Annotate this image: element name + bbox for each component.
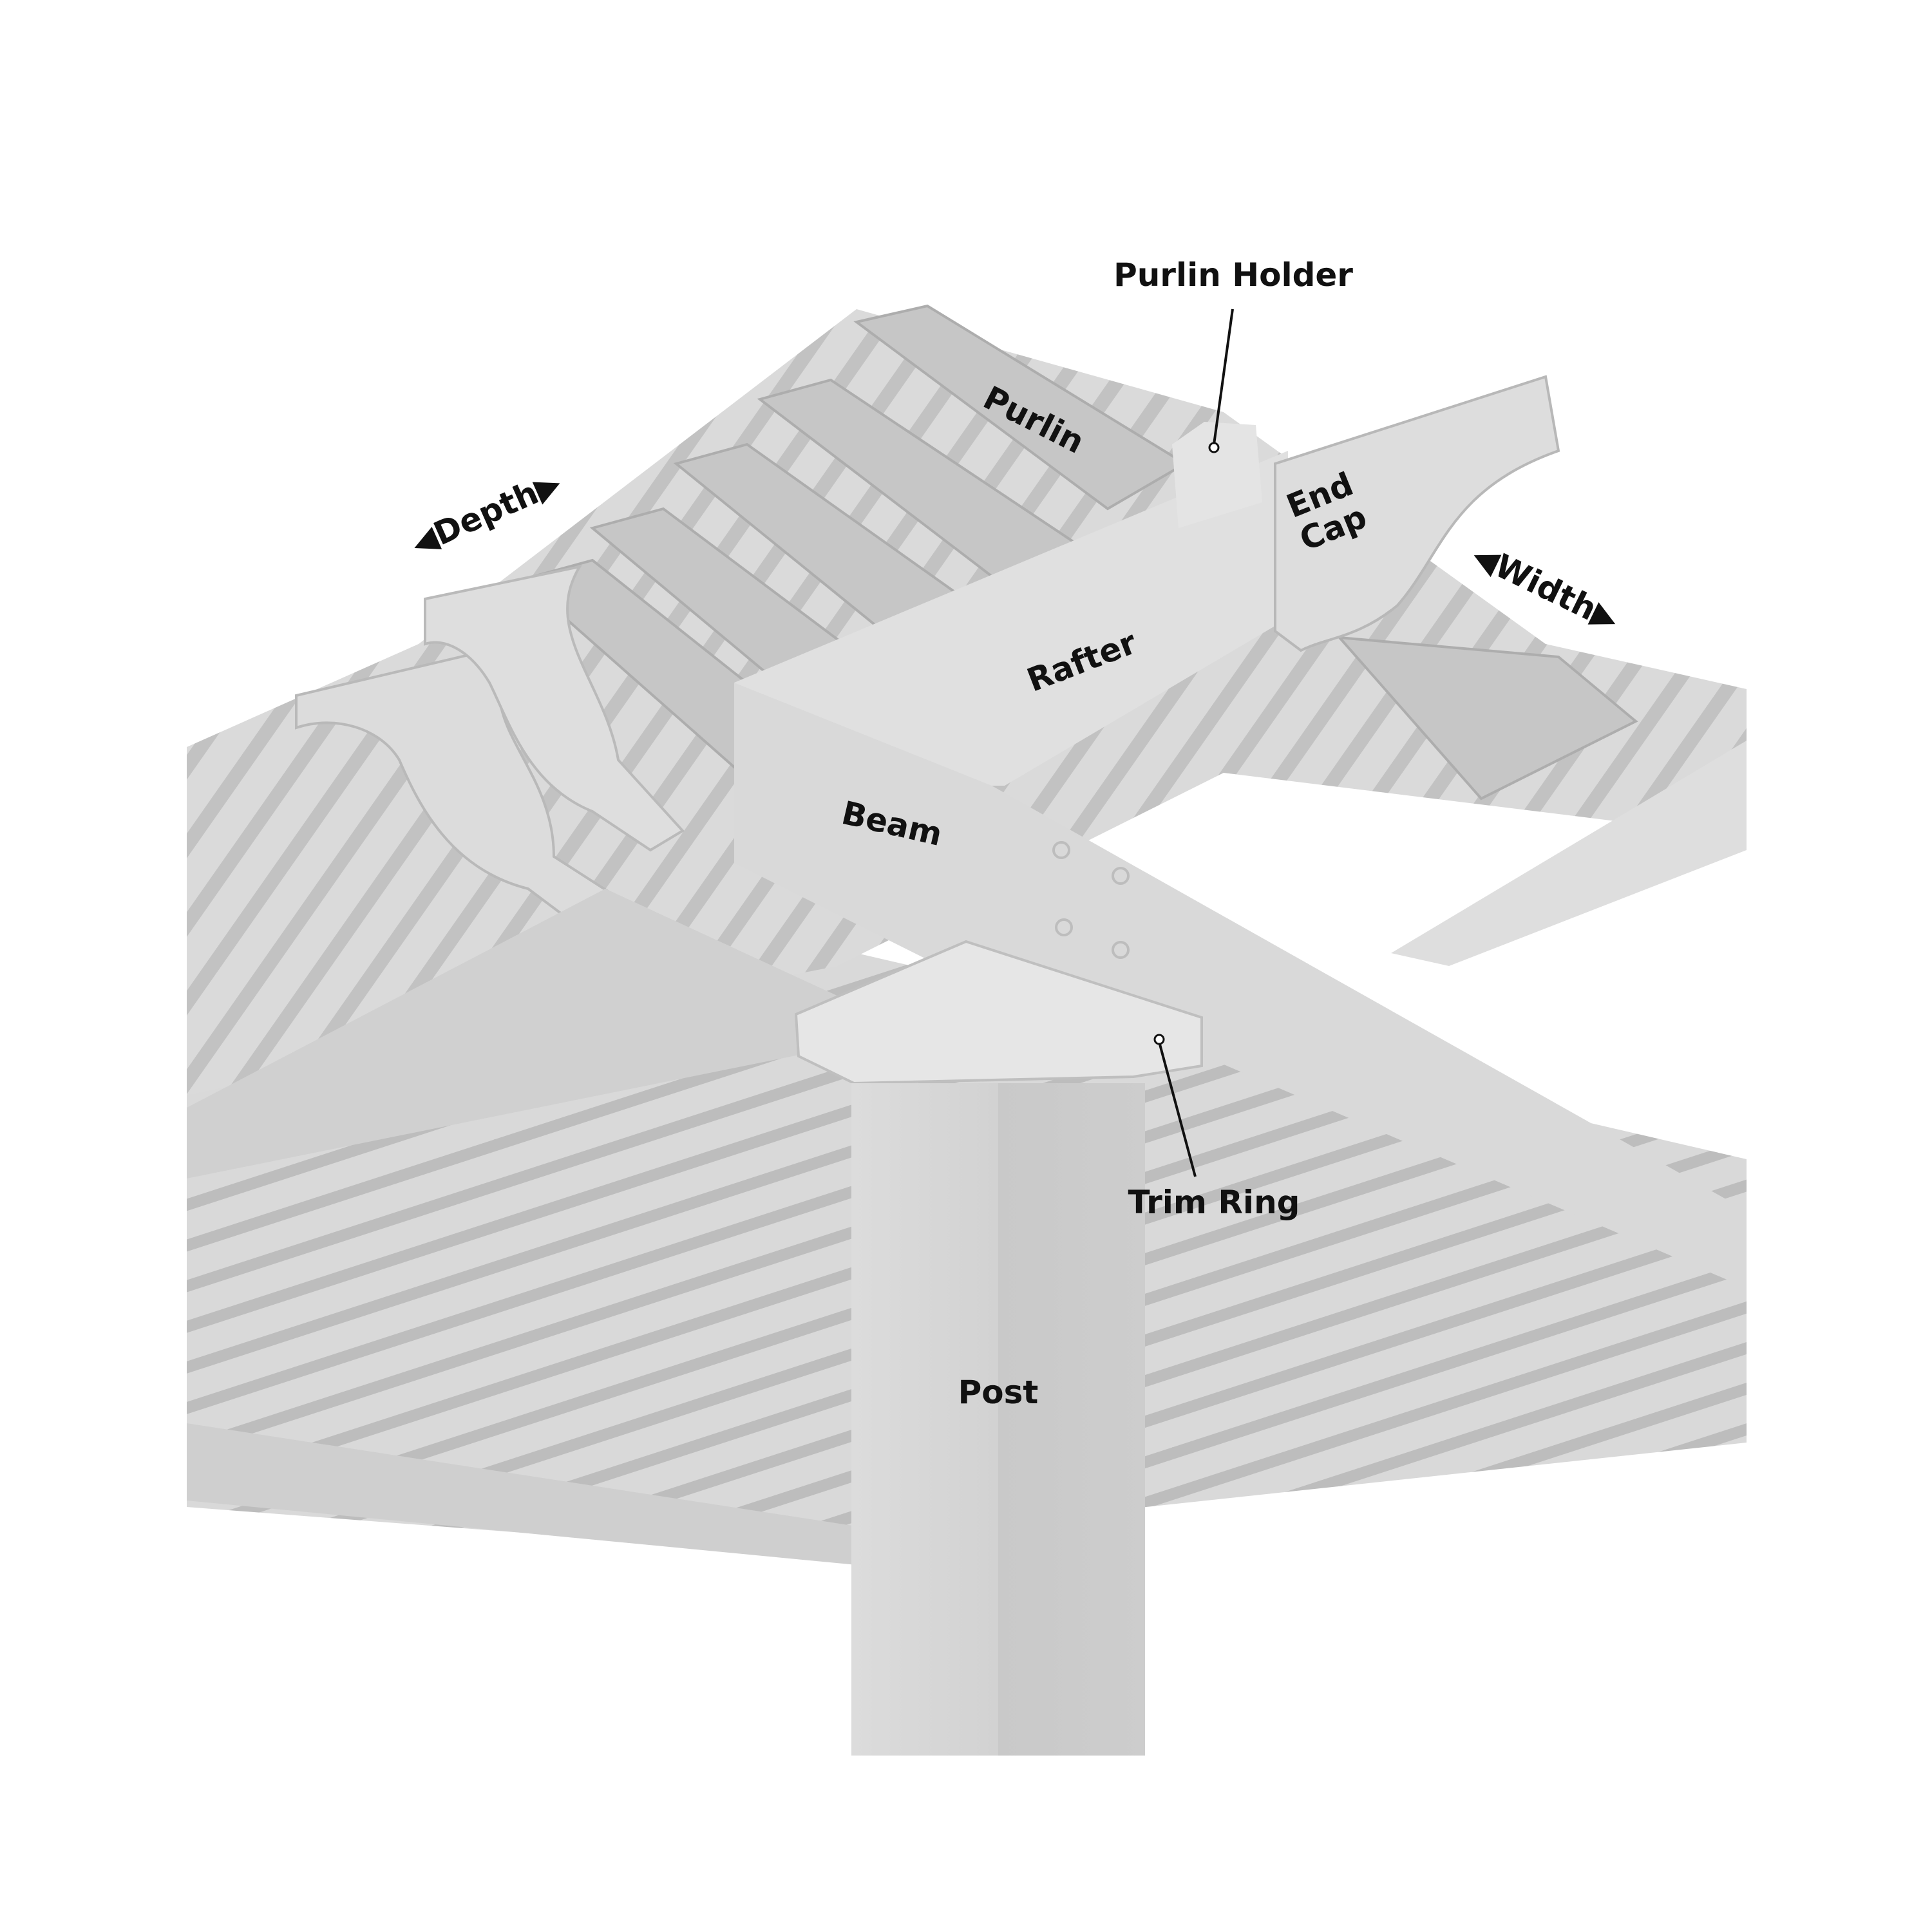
label-trim-ring: Trim Ring — [1128, 1184, 1300, 1221]
post — [851, 1083, 1145, 1756]
label-post: Post — [958, 1374, 1039, 1411]
main-beam-left — [187, 889, 857, 1179]
main-beam — [734, 683, 1747, 1288]
label-purlin-holder: Purlin Holder — [1113, 256, 1353, 294]
purlin-holder-block — [1172, 422, 1262, 528]
end-cap-left-2 — [424, 565, 685, 852]
purlin-holder-leader — [1213, 308, 1234, 445]
bolts — [1052, 841, 1130, 959]
rafter-right — [1391, 741, 1747, 966]
rafter-board — [734, 451, 1288, 811]
trim-ring-leader — [1158, 1041, 1197, 1177]
end-cap-left — [295, 641, 647, 949]
lower-beam-left — [187, 1423, 857, 1565]
purlin-holder-leader-dot — [1208, 442, 1220, 453]
trim-ring-leader-dot — [1153, 1034, 1165, 1045]
end-cap-right — [1274, 375, 1560, 652]
